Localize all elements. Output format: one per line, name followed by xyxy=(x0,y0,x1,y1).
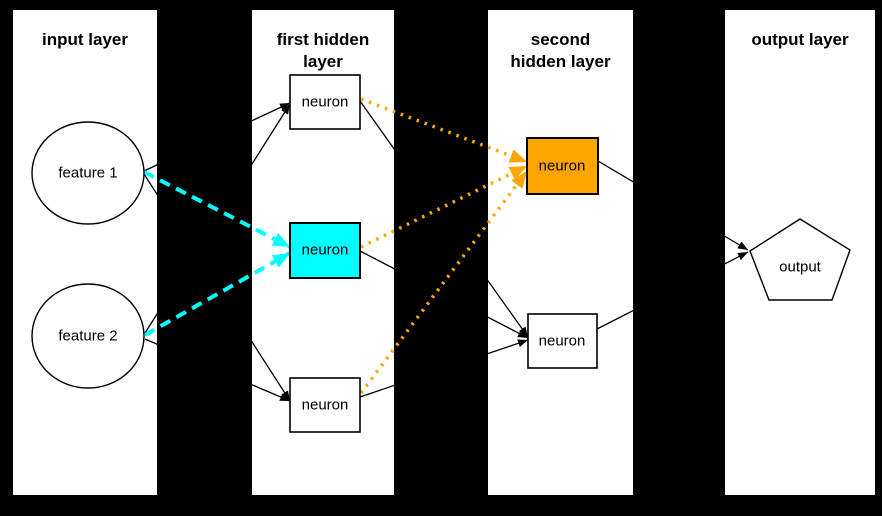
title-line: layer xyxy=(303,52,343,71)
node-label-h1n3: neuron xyxy=(301,396,349,414)
node-label-h2n2: neuron xyxy=(538,332,586,350)
panel-output-layer: output layer xyxy=(725,10,875,495)
title-line: first hidden xyxy=(276,30,370,49)
node-label-output: output xyxy=(779,258,821,276)
node-label-h1n2: neuron xyxy=(301,241,349,259)
panel-second-hidden-layer: second hidden layer xyxy=(488,10,633,495)
second-hidden-layer-title: second hidden layer xyxy=(488,29,633,73)
first-hidden-layer-title: first hidden layer xyxy=(252,29,394,73)
title-line: second xyxy=(530,30,591,49)
panel-input-layer: input layer xyxy=(13,10,157,495)
node-label-feature2: feature 2 xyxy=(58,327,118,345)
node-label-feature1: feature 1 xyxy=(58,164,118,182)
title-line: input layer xyxy=(42,30,128,49)
node-label-h2n1: neuron xyxy=(538,157,586,175)
title-line: hidden layer xyxy=(510,52,611,71)
output-layer-title: output layer xyxy=(725,29,875,51)
node-label-h1n1: neuron xyxy=(301,93,349,111)
input-layer-title: input layer xyxy=(13,29,157,51)
title-line: output layer xyxy=(751,30,849,49)
